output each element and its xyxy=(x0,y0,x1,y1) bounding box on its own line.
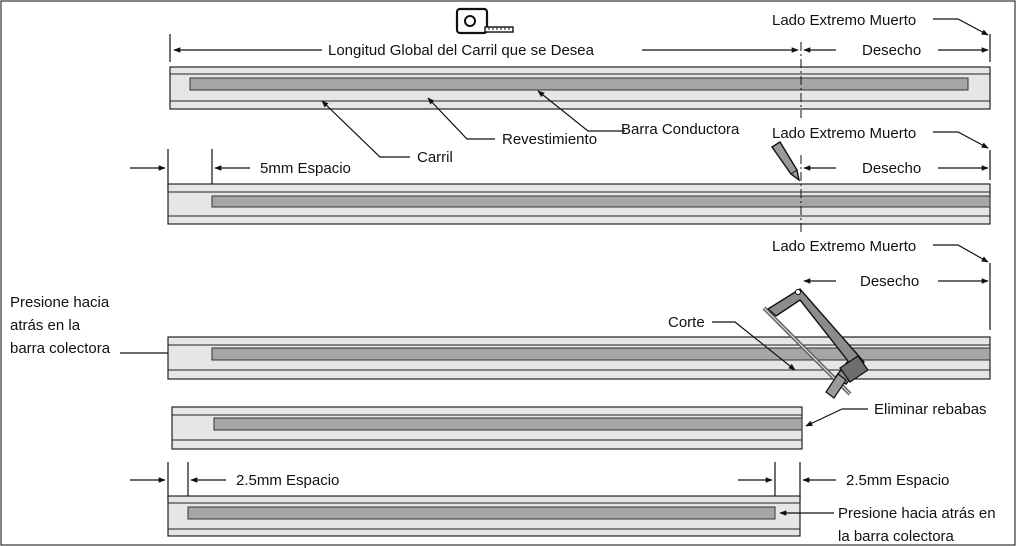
scrap-label-3: Desecho xyxy=(860,273,919,290)
deburr-label: Eliminar rebabas xyxy=(874,401,987,418)
rail-2 xyxy=(167,183,991,225)
conductor-bar-leader xyxy=(537,90,625,132)
cut-label: Corte xyxy=(668,314,705,331)
step-1-group: Lado Extremo Muerto Longitud Global del … xyxy=(169,7,991,166)
conductor-bar-label: Barra Conductora xyxy=(621,121,740,138)
dead-end-label-2: Lado Extremo Muerto xyxy=(772,125,916,142)
conductor-bar-1 xyxy=(189,77,969,91)
rail-3 xyxy=(167,336,991,380)
dead-end-label-3: Lado Extremo Muerto xyxy=(772,238,916,255)
cover-label: Revestimiento xyxy=(502,131,597,148)
rail-leader xyxy=(321,100,410,158)
conductor-bar-5 xyxy=(187,506,776,520)
scrap-label-1: Desecho xyxy=(862,42,921,59)
step-3-group: Lado Extremo Muerto Desecho Presione hac… xyxy=(10,238,991,399)
rail-4 xyxy=(171,406,803,450)
conductor-bar-2 xyxy=(211,195,991,208)
cover-leader xyxy=(427,97,495,140)
scrap-label-2: Desecho xyxy=(862,160,921,177)
gap-label-5mm: 5mm Espacio xyxy=(260,160,351,177)
tape-measure-icon xyxy=(455,7,514,35)
dead-end-label-1: Lado Extremo Muerto xyxy=(772,12,916,29)
dead-end-arrow-3 xyxy=(933,244,989,263)
overall-length-label: Longitud Global del Carril que se Desea xyxy=(328,42,595,59)
gap-right-label: 2.5mm Espacio xyxy=(846,472,949,489)
rail-label: Carril xyxy=(417,149,453,166)
press-back-label-line-1: Presione hacia xyxy=(10,294,110,311)
step-2-group: Lado Extremo Muerto Desecho 5mm Espacio xyxy=(130,125,991,233)
rail-5 xyxy=(167,495,801,537)
deburr-arrow xyxy=(805,408,843,427)
conductor-bar-4 xyxy=(213,417,803,431)
dead-end-arrow-1 xyxy=(933,18,989,36)
step-4-group: Eliminar rebabas xyxy=(171,401,987,450)
rail-1 xyxy=(169,66,991,110)
press-back-label-line-3: barra colectora xyxy=(10,340,111,357)
press-back-2-line-2: la barra colectora xyxy=(838,528,955,545)
hacksaw-icon xyxy=(762,288,869,399)
cut-arrow xyxy=(712,321,796,371)
step-5-group: 2.5mm Espacio 2.5mm Espacio Presione hac… xyxy=(130,462,996,545)
gap-left-label: 2.5mm Espacio xyxy=(236,472,339,489)
conductor-bar-3 xyxy=(211,347,991,361)
press-back-2-line-1: Presione hacia atrás en xyxy=(838,505,996,522)
press-back-label-line-2: atrás en la xyxy=(10,317,81,334)
pencil-icon xyxy=(771,141,801,182)
dead-end-arrow-2 xyxy=(933,131,989,149)
